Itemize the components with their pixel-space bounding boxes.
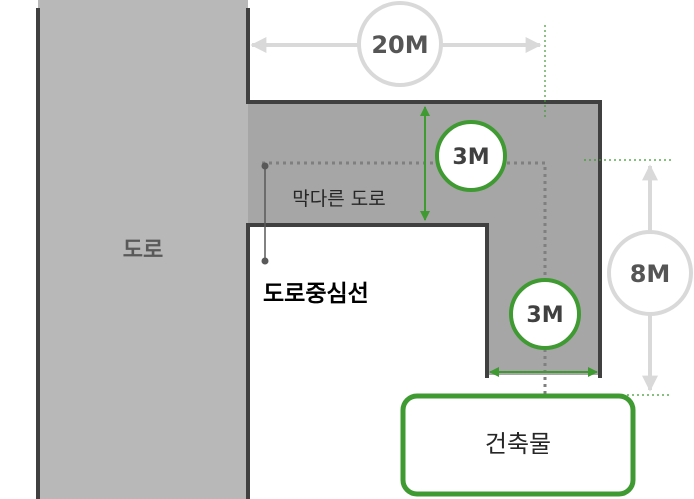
road-upper-edge bbox=[246, 8, 602, 378]
dim-label-8m: 8M bbox=[630, 260, 671, 288]
building-label: 건축물 bbox=[485, 430, 551, 458]
dim-label-setback: 3M bbox=[526, 303, 563, 328]
centerline-pointer-dot-top bbox=[261, 162, 269, 170]
dim-badge-8m bbox=[607, 230, 693, 316]
dim-label-dead-end-width: 3M bbox=[452, 145, 489, 170]
road-lower-edge bbox=[246, 223, 489, 499]
dim-badge-20m bbox=[357, 1, 443, 87]
road-centerline-label: 도로중심선 bbox=[263, 281, 369, 307]
centerline-pointer-dot-bottom bbox=[261, 257, 269, 265]
main-road bbox=[38, 0, 248, 499]
building-box bbox=[400, 393, 636, 497]
road-label: 도로 bbox=[123, 238, 163, 263]
dead-end-road-label: 막다른 도로 bbox=[292, 188, 385, 210]
dim-label-20m: 20M bbox=[371, 31, 428, 59]
dim-badge-setback bbox=[509, 278, 581, 350]
road-centerline bbox=[262, 161, 547, 395]
dim-badge-dead-end-width bbox=[435, 120, 507, 192]
